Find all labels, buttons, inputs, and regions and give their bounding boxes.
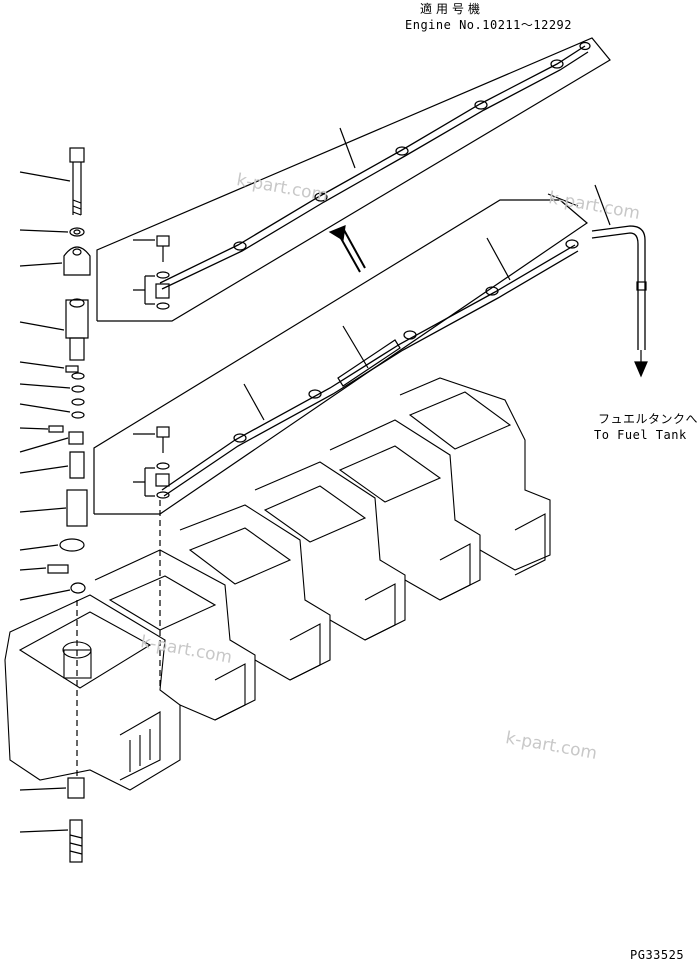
engine-range-label: Engine No.10211～12292 xyxy=(405,18,572,32)
lower-pipe-panel xyxy=(93,193,588,515)
cylinder-heads xyxy=(4,377,551,791)
injector-parts-stack xyxy=(19,147,161,863)
applicable-serials-label: 適用号機 xyxy=(420,2,485,16)
return-tube xyxy=(591,184,648,378)
upper-pipe-panel xyxy=(96,37,611,322)
fuel-tank-jp-label: フュエルタンクへ xyxy=(598,412,699,426)
drawing-number: PG33525 xyxy=(630,948,685,962)
fuel-tank-en-label: To Fuel Tank xyxy=(594,428,687,442)
